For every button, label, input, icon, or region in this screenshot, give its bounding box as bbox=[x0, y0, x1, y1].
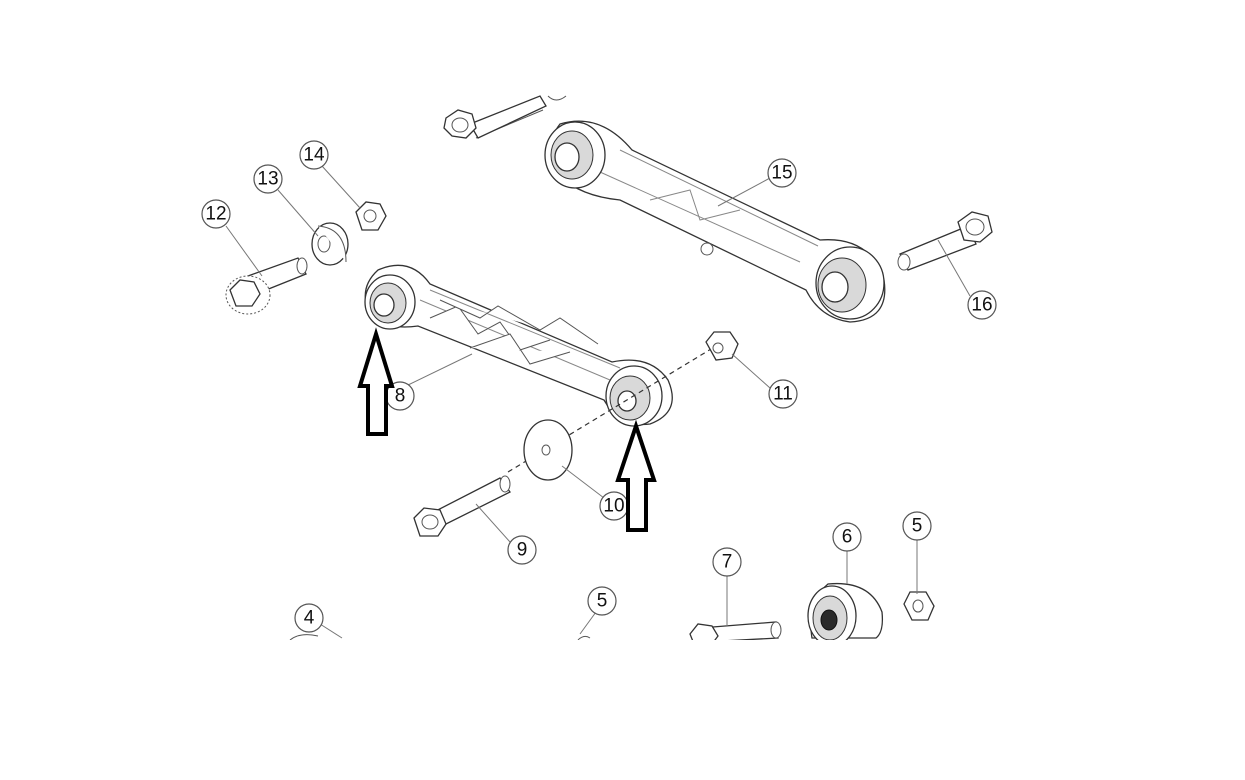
lower-link-arm-8 bbox=[364, 264, 673, 427]
callout-7-label: 7 bbox=[722, 552, 733, 573]
upper-link-arm-15 bbox=[544, 120, 886, 323]
callout-9: 9 bbox=[507, 535, 537, 565]
callout-6-label: 6 bbox=[842, 527, 853, 548]
cropped-area bbox=[0, 640, 1245, 780]
callout-9-label: 9 bbox=[517, 540, 528, 561]
bushing-mount-6 bbox=[807, 582, 884, 647]
nut-11 bbox=[705, 331, 739, 361]
callout-10: 10 bbox=[599, 491, 629, 521]
callout-13: 13 bbox=[253, 164, 283, 194]
callout-4-label: 4 bbox=[304, 608, 315, 629]
up-arrow-right-icon bbox=[615, 419, 657, 532]
bolt-7 bbox=[689, 621, 782, 645]
callout-5-center-label: 5 bbox=[597, 591, 608, 612]
nut-14 bbox=[355, 201, 387, 231]
part-4-partial bbox=[289, 634, 319, 641]
top-bolt bbox=[443, 95, 567, 139]
washer-10 bbox=[523, 419, 573, 481]
callout-14: 14 bbox=[299, 140, 329, 170]
callout-15-label: 15 bbox=[771, 163, 792, 184]
bolt-12 bbox=[225, 257, 308, 315]
callout-7: 7 bbox=[712, 547, 742, 577]
nut-5 bbox=[903, 591, 935, 621]
callout-12: 12 bbox=[201, 199, 231, 229]
washer-13 bbox=[311, 222, 349, 266]
callout-5-right: 5 bbox=[902, 511, 932, 541]
callout-8-label: 8 bbox=[395, 386, 406, 407]
callout-16-label: 16 bbox=[971, 295, 992, 316]
callout-12-label: 12 bbox=[205, 204, 226, 225]
up-arrow-left-icon bbox=[357, 327, 395, 436]
callout-15: 15 bbox=[767, 158, 797, 188]
bolt-16 bbox=[897, 211, 993, 271]
callout-5-center: 5 bbox=[587, 586, 617, 616]
callout-4: 4 bbox=[294, 603, 324, 633]
bolt-9 bbox=[413, 475, 511, 537]
callout-5-right-label: 5 bbox=[912, 516, 923, 537]
callout-11: 11 bbox=[768, 379, 798, 409]
leader-lines bbox=[225, 165, 971, 639]
part-5-partial bbox=[577, 635, 591, 641]
callout-14-label: 14 bbox=[303, 145, 325, 166]
callout-11-label: 11 bbox=[773, 384, 793, 405]
callout-10-label: 10 bbox=[603, 496, 624, 517]
callout-13-label: 13 bbox=[257, 169, 278, 190]
callout-16: 16 bbox=[967, 290, 997, 320]
callout-6: 6 bbox=[832, 522, 862, 552]
